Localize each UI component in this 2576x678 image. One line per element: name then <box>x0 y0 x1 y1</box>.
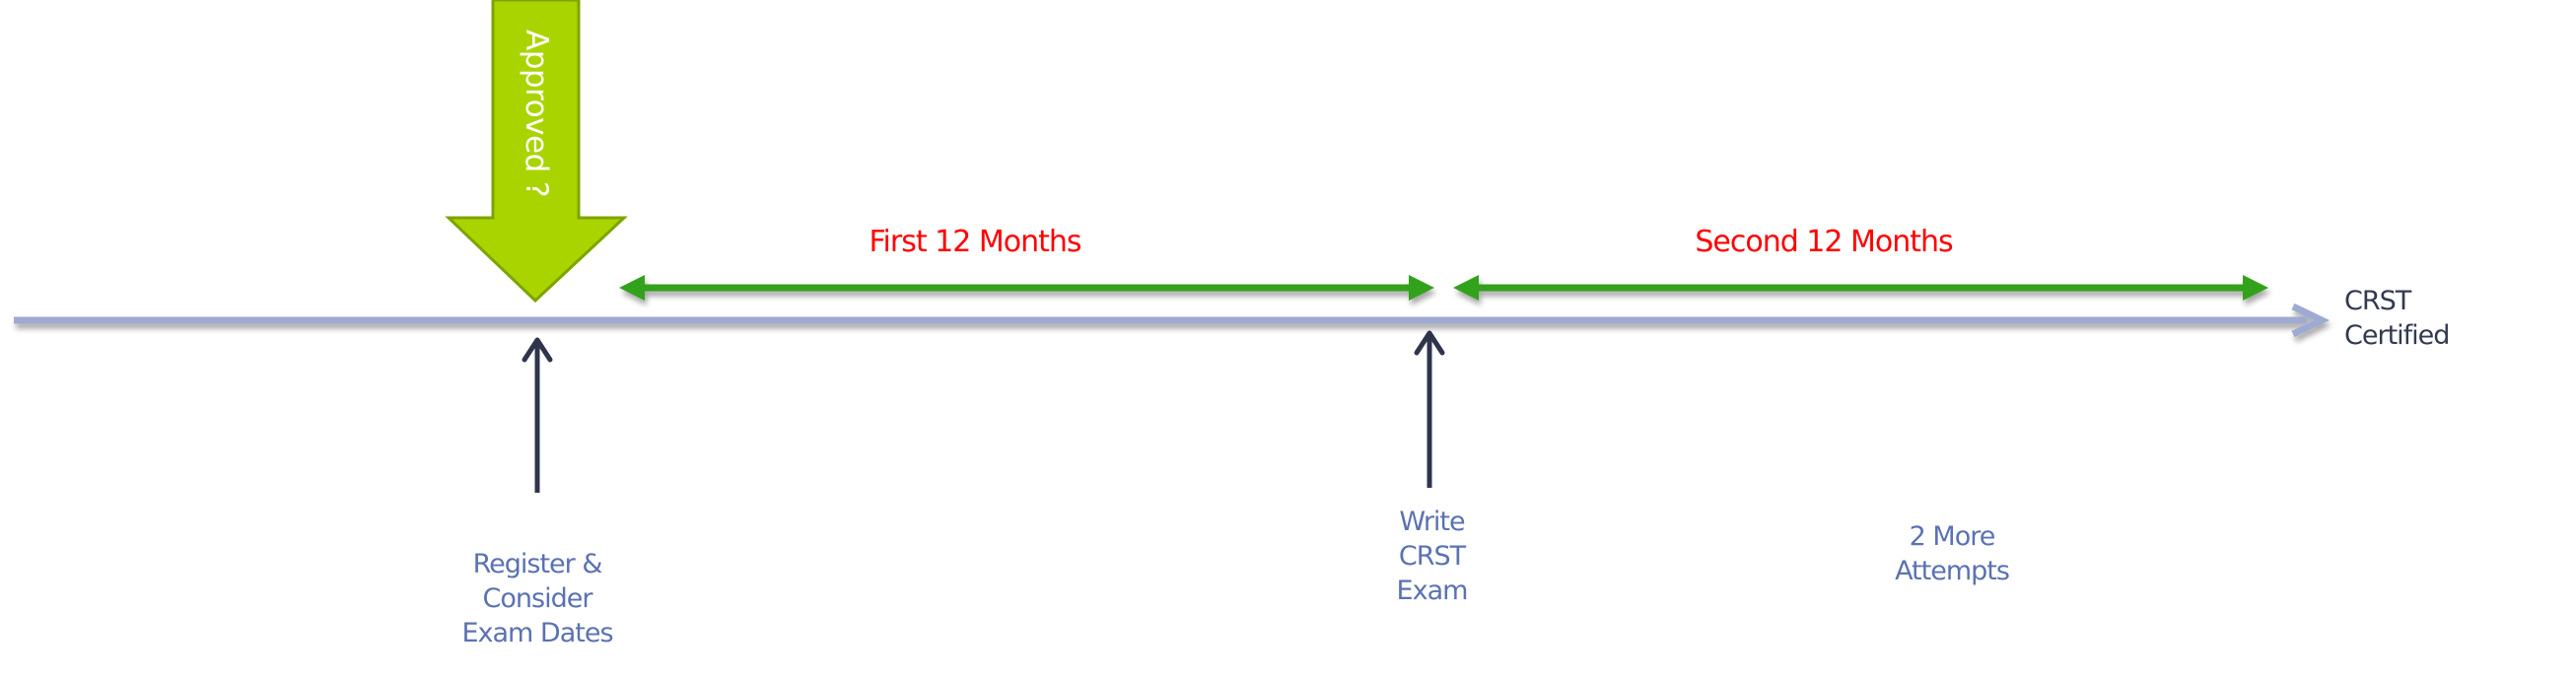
period-label-second-12-months: Second 12 Months <box>1695 225 1953 259</box>
step-label-line: Exam <box>1396 576 1469 606</box>
timeline-axis <box>14 303 2331 338</box>
step-arrow-write-exam <box>1414 330 1445 488</box>
period-arrow-second-12-months <box>1453 275 2268 301</box>
step-label-line: Exam Dates <box>461 618 613 648</box>
period-label-first-12-months: First 12 Months <box>869 225 1081 259</box>
approved-label: Approved ? <box>519 30 554 197</box>
step-label-line: 2 More <box>1909 521 1996 552</box>
step-label-write-exam: Write CRST Exam <box>1360 505 1503 608</box>
step-label-line: Attempts <box>1895 556 2010 586</box>
end-label-line: CRST <box>2344 286 2411 316</box>
step-arrow-register <box>522 337 553 493</box>
step-label-line: CRST <box>1398 541 1466 572</box>
approved-down-arrow-icon <box>445 0 628 304</box>
step-label-line: Write <box>1399 507 1465 537</box>
step-label-register: Register & Consider Exam Dates <box>439 547 636 650</box>
end-label-line: Certified <box>2344 320 2450 351</box>
step-label-line: Consider <box>482 583 593 614</box>
step-label-line: Register & <box>472 549 603 579</box>
end-label-crst-certified: CRST Certified <box>2344 284 2541 353</box>
step-label-more-attempts: 2 More Attempts <box>1863 519 2041 588</box>
period-arrow-first-12-months <box>619 275 1434 301</box>
